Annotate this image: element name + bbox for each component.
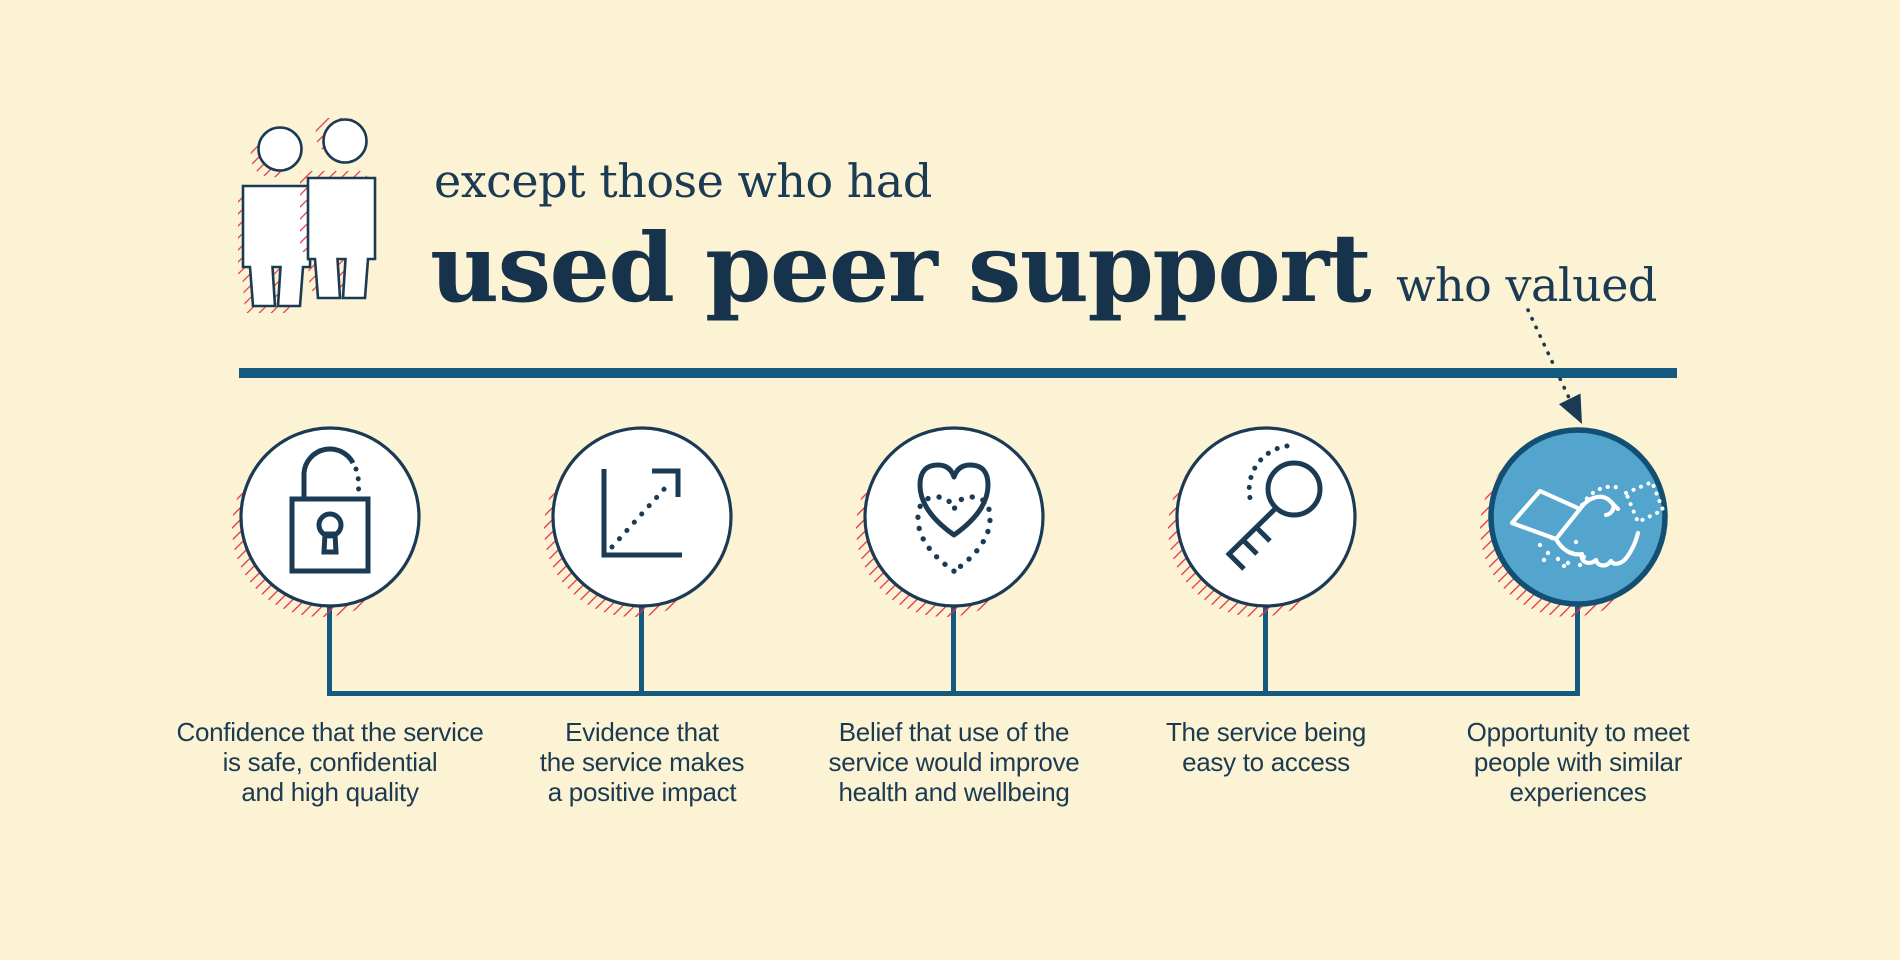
node-belief	[856, 426, 1045, 617]
node-confidence	[232, 426, 421, 617]
node-label-opportunity: Opportunity to meet people with similar …	[1466, 717, 1690, 807]
key-icon	[1225, 443, 1323, 571]
node-access	[1168, 426, 1357, 617]
dotted-arrow-icon	[1526, 308, 1582, 424]
handshake-icon	[1509, 480, 1665, 569]
connector-stem	[1575, 603, 1580, 696]
node-circle	[863, 426, 1045, 608]
connector-stem	[639, 603, 644, 696]
node-label-belief: Belief that use of the service would imp…	[828, 717, 1080, 807]
connector-stem	[327, 603, 332, 696]
node-label-evidence: Evidence that the service makes a positi…	[539, 717, 745, 807]
connector-stem	[951, 603, 956, 696]
node-label-confidence: Confidence that the service is safe, con…	[176, 717, 484, 807]
node-opportunity	[1480, 427, 1668, 617]
page-title: used peer support	[430, 213, 1372, 324]
connector-stem	[1263, 603, 1268, 696]
connector-bar	[327, 691, 1580, 696]
heart-icon	[915, 462, 993, 574]
headline-row: used peer support who valued	[430, 221, 1657, 316]
node-circle	[551, 426, 733, 608]
handshake-speckles	[1537, 535, 1587, 569]
annotation-text: who valued	[1396, 258, 1657, 312]
kicker-text: except those who had	[434, 154, 932, 208]
divider-line	[239, 368, 1677, 378]
padlock-icon	[289, 446, 371, 574]
node-label-access: The service being easy to access	[1165, 717, 1367, 777]
two-people-icon	[238, 118, 377, 313]
node-circle	[239, 426, 421, 608]
node-evidence	[544, 426, 733, 617]
line-chart-icon	[601, 468, 682, 558]
